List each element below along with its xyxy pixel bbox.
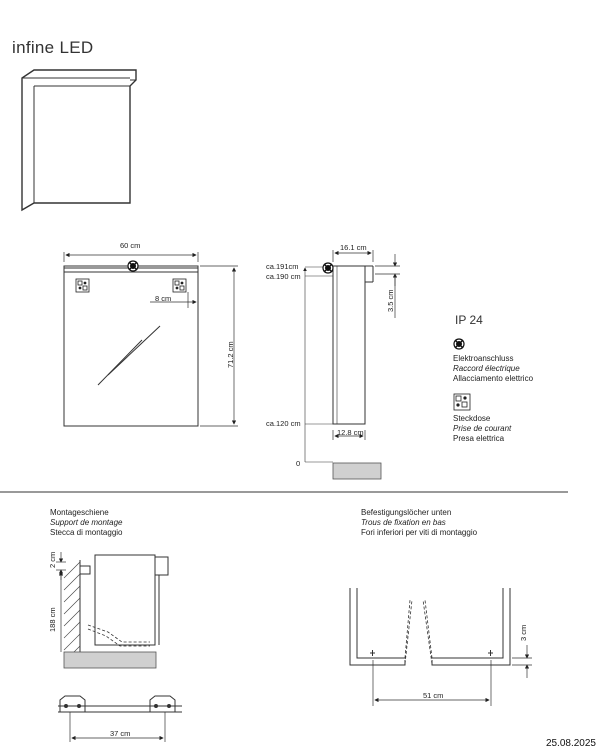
side-top-height-label: 3.5 cm [386,289,395,312]
mounting-rail-it: Stecca di montaggio [50,528,123,537]
legend-electrical-it: Allacciamento elettrico [453,374,534,383]
legend-electrical-fr: Raccord électrique [453,364,520,373]
bottom-holes-heading: Befestigungslöcher unten Trous de fixati… [361,508,477,538]
bottom-holes-de: Befestigungslöcher unten [361,508,452,517]
front-offset-label: 8 cm [155,294,172,303]
bottom-holes-it: Fori inferiori per viti di montaggio [361,528,478,537]
bottom-holes-fr: Trous de fixation en bas [361,518,446,527]
front-view-drawing [63,252,238,427]
ip-rating: IP 24 [455,313,483,327]
electrical-connection-icon [453,338,465,350]
front-socket-marker-left [75,278,90,293]
mounting-floor-block [63,651,157,669]
legend-socket: Steckdose Prise de courant Presa elettri… [453,414,511,444]
wall-hatching [63,561,81,659]
document-date: 25.08.2025 [545,738,596,749]
legend-electrical: Elektroanschluss Raccord électrique Alla… [453,354,533,384]
rail-2cm-label: 2 cm [48,551,57,568]
side-floor-block [332,462,382,480]
page-title: infine LED [12,38,94,57]
side-electrical-marker [322,262,334,274]
socket-outlet-icon [453,393,471,411]
side-inner-depth-label: 12.8 cm [337,428,364,437]
legend-socket-fr: Prise de courant [453,424,512,433]
rail-37cm-label: 37 cm [110,729,131,738]
mounting-rail-heading: Montageschiene Support de montage Stecca… [50,508,123,538]
floor-zero-label: 0 [296,459,301,468]
bottom-holes-drawing [349,588,532,706]
holes-51cm-label: 51 cm [423,691,444,700]
legend-socket-de: Steckdose [453,414,491,423]
height-191-label: ca.191cm [266,262,299,271]
legend-electrical-de: Elektroanschluss [453,354,514,363]
holes-3cm-label: 3 cm [519,624,528,641]
side-view-drawing [303,250,400,463]
side-depth-label: 16.1 cm [340,243,367,252]
height-120-label: ca.120 cm [266,419,301,428]
mounting-rail-drawing [56,552,169,652]
front-socket-marker-right [172,278,187,293]
mounting-rail-fr: Support de montage [50,518,123,527]
legend-socket-it: Presa elettrica [453,434,505,443]
height-190-label: ca.190 cm [266,272,301,281]
rail-188cm-label: 188 cm [48,607,57,632]
rail-bracket-drawing [58,695,182,742]
mounting-rail-de: Montageschiene [50,508,109,517]
front-width-label: 60 cm [120,241,141,250]
product-perspective-sketch [21,69,137,212]
front-electrical-marker [127,260,139,272]
front-height-label: 71.2 cm [226,341,235,368]
